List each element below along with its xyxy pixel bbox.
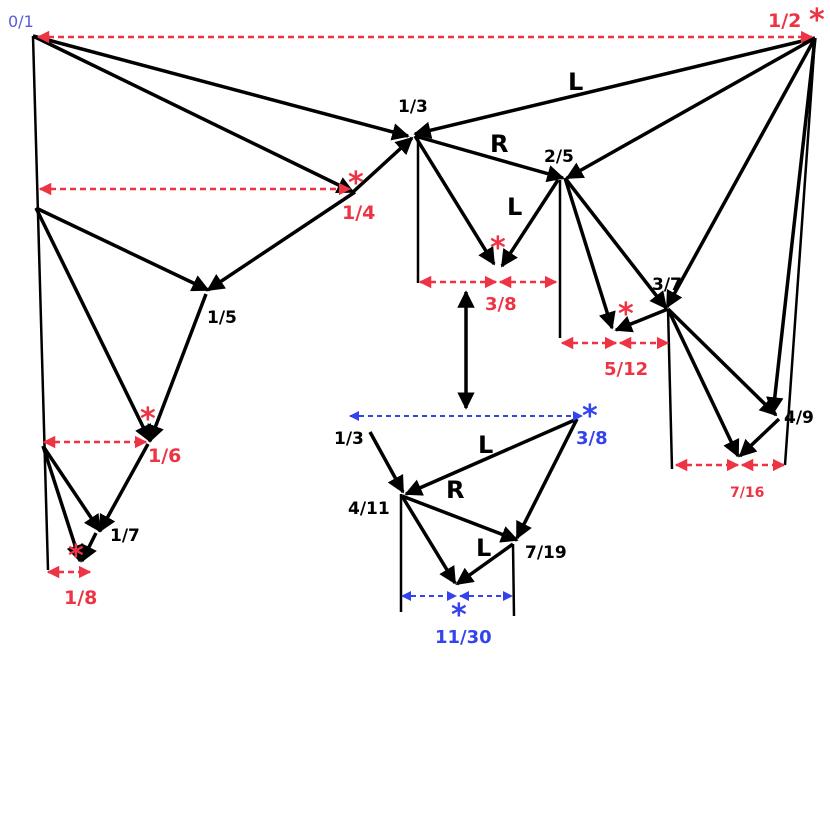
star-quarter: * <box>348 166 364 201</box>
label-three-eighths: 3/8 <box>485 294 517 315</box>
guide-719 <box>511 543 516 617</box>
letter-l-inset-low: L <box>476 534 491 562</box>
edge-37-to-49 <box>666 307 778 417</box>
edge-01-to-13 <box>32 34 410 141</box>
edge-17-to-18 <box>80 532 98 563</box>
star-eighth: * <box>68 539 84 574</box>
edge-12-to-49 <box>766 37 817 415</box>
fraction-labels: 0/1 1/2 1/3 1/4 1/5 1/6 1/7 1/8 2/5 3/8 … <box>8 10 814 648</box>
star-half: * <box>809 3 825 38</box>
letter-r-inset: R <box>446 476 464 504</box>
edge-01-to-17 <box>41 445 102 533</box>
star-three-eighths: * <box>490 231 506 266</box>
tree-edges <box>32 34 817 586</box>
star-inset-three-eighths: * <box>582 399 598 434</box>
edge-01-to-15 <box>35 206 210 292</box>
edge-01-to-14 <box>32 34 355 194</box>
guide-lines <box>31 35 817 617</box>
label-inset-third: 1/3 <box>334 429 364 449</box>
inset-edge-411-to-1130 <box>400 495 457 585</box>
edge-25-to-37 <box>563 176 668 310</box>
label-sixth: 1/6 <box>148 445 181 467</box>
label-seven-sixteenths: 7/16 <box>730 485 764 501</box>
edge-13-to-25 <box>414 134 565 183</box>
label-two-fifths: 2/5 <box>544 147 574 167</box>
letter-l-top: L <box>568 68 583 96</box>
edge-37-to-716 <box>666 308 740 458</box>
edge-12-to-37 <box>665 37 817 309</box>
direction-letters: L R L L R L <box>446 68 583 562</box>
edge-15-to-16 <box>147 293 208 443</box>
guide-12 <box>783 37 817 466</box>
label-inset-three-eighths: 3/8 <box>576 428 608 449</box>
label-five-twelfths: 5/12 <box>604 359 648 380</box>
guide-37 <box>666 308 674 470</box>
label-zero-one: 0/1 <box>8 12 34 31</box>
edge-12-to-25 <box>565 36 816 180</box>
letter-l-inset: L <box>478 431 493 459</box>
label-four-elevenths: 4/11 <box>348 499 390 519</box>
guide-left-main <box>31 35 50 571</box>
inset-edge-411-to-719 <box>401 494 519 543</box>
star-eleven-thirtieths: * <box>451 598 467 633</box>
star-sixth: * <box>140 402 156 437</box>
label-seven-nineteenths: 7/19 <box>525 543 567 563</box>
letter-r-top: R <box>490 130 508 158</box>
edge-01-to-16 <box>34 207 152 443</box>
edge-25-to-512 <box>563 177 616 330</box>
label-eighth: 1/8 <box>64 587 97 609</box>
mediant-intervals <box>36 30 814 579</box>
edge-49-to-716 <box>738 417 781 458</box>
edge-13-to-38 <box>413 135 496 266</box>
edge-25-to-38 <box>500 179 560 268</box>
label-four-ninths: 4/9 <box>784 408 814 428</box>
star-markers: * * * * * * * * <box>68 3 825 633</box>
letter-l-mid: L <box>507 193 522 221</box>
label-fifth: 1/5 <box>207 308 237 328</box>
edge-14-to-15 <box>206 190 356 292</box>
inset-edge-13-to-411 <box>368 431 405 494</box>
edge-16-to-17 <box>98 443 150 533</box>
label-half: 1/2 <box>768 10 801 32</box>
inset-intervals <box>349 411 583 601</box>
inset-edge-719-to-1130 <box>455 542 515 586</box>
edge-37-to-512 <box>614 307 669 333</box>
star-five-twelfths: * <box>618 297 634 332</box>
edge-01-to-18 <box>41 445 84 563</box>
inset-edge-38-to-719 <box>515 418 579 540</box>
label-third: 1/3 <box>398 97 428 117</box>
edge-14-to-13 <box>351 136 414 194</box>
label-eleven-thirtieths: 11/30 <box>435 627 492 648</box>
label-quarter: 1/4 <box>342 202 375 224</box>
label-seventh: 1/7 <box>110 526 140 546</box>
edge-12-to-13 <box>413 36 816 139</box>
inset-edge-38-to-411 <box>404 417 578 496</box>
label-three-sevenths: 3/7 <box>652 275 682 295</box>
